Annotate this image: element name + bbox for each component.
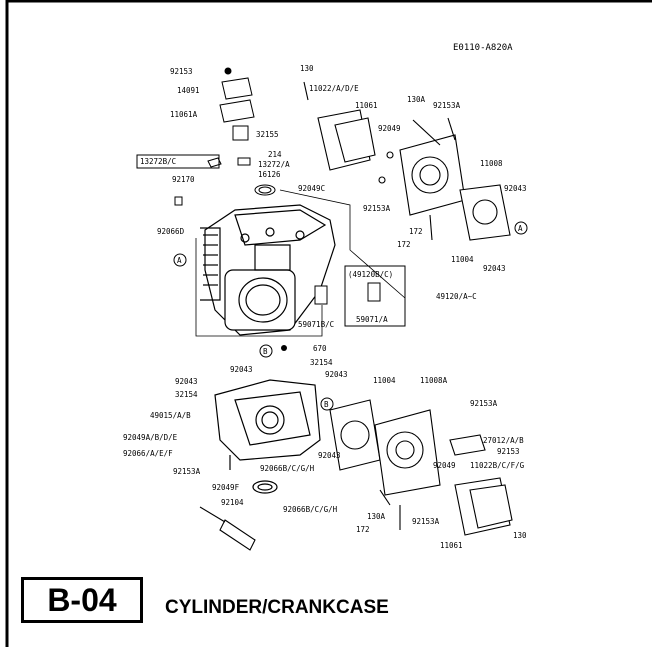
part-label: 27012/A/B	[483, 436, 524, 445]
part-label: 130A	[367, 512, 386, 521]
callout-b-1: B	[263, 347, 268, 356]
bracket-b	[279, 189, 406, 299]
part-label: 92043	[504, 184, 527, 193]
inset-pin	[367, 282, 381, 302]
part-label: 130	[513, 531, 527, 540]
section-code-box: B-04	[21, 577, 143, 623]
label-box-13272bc	[136, 154, 220, 169]
part-label: 32155	[256, 130, 279, 139]
part-label: 172	[356, 525, 370, 534]
part-label: 214	[268, 150, 282, 159]
part-label: 32154	[310, 358, 333, 367]
sealant-tube	[199, 506, 256, 551]
part-label: 92170	[172, 175, 195, 184]
part-label: 130A	[407, 95, 426, 104]
part-label: 92153A	[470, 399, 498, 408]
crankcase-cover	[214, 379, 321, 494]
callout-a-2: A	[518, 224, 523, 233]
part-label: 92153A	[433, 101, 461, 110]
part-label: 49120/A~C	[436, 292, 477, 301]
part-label: 130	[300, 64, 314, 73]
part-label: 92049	[433, 461, 456, 470]
part-label: 92049A/B/D/E	[123, 433, 178, 442]
callout-b-2: B	[324, 400, 329, 409]
part-label: 172	[409, 227, 423, 236]
callout-a-1: A	[177, 256, 182, 265]
part-label: (49120B/C)	[348, 270, 393, 279]
part-label: 92049F	[212, 483, 240, 492]
part-label: 14091	[177, 86, 200, 95]
part-label: 11061	[440, 541, 463, 550]
part-label: 49015/A/B	[150, 411, 191, 420]
section-code: B-04	[47, 581, 117, 618]
part-label: 11022/A/D/E	[309, 84, 359, 93]
part-label: 92153	[170, 67, 193, 76]
part-label: 11008A	[420, 376, 448, 385]
part-label: 92104	[221, 498, 244, 507]
part-label: 92153	[497, 447, 520, 456]
part-label: 11004	[373, 376, 396, 385]
part-label: 92049C	[298, 184, 325, 193]
crankcase-block	[200, 204, 336, 336]
part-label: 92043	[483, 264, 506, 273]
part-label: 92049	[378, 124, 401, 133]
part-label: 11061	[355, 101, 378, 110]
part-label: 92043	[175, 377, 198, 386]
part-label: 59071/A	[356, 315, 388, 324]
part-label: 92153A	[363, 204, 391, 213]
part-labels: 92153 14091 11061A 32155 214 13272/A 161…	[123, 64, 527, 550]
part-label: 13272B/C	[140, 157, 176, 166]
part-label: 92066/A/E/F	[123, 449, 173, 458]
part-label: 11004	[451, 255, 474, 264]
part-label: 11022B/C/F/G	[470, 461, 525, 470]
part-label: 670	[313, 344, 327, 353]
part-label: 92043	[318, 451, 341, 460]
part-label: 92153A	[412, 517, 440, 526]
breather-plates	[174, 67, 276, 206]
part-label: 59071B/C	[298, 320, 334, 329]
part-label: 16126	[258, 170, 281, 179]
pin-59071bc	[314, 285, 328, 305]
part-label: 11008	[480, 159, 503, 168]
part-label: 92066B/C/G/H	[260, 464, 315, 473]
part-label: 92066D	[157, 227, 185, 236]
part-label: 13272/A	[258, 160, 290, 169]
cylinder-head-2	[329, 399, 513, 536]
part-label: 92066B/C/G/H	[283, 505, 338, 514]
part-label: 92043	[325, 370, 348, 379]
bracket-a	[195, 238, 323, 337]
part-label: 92153A	[173, 467, 201, 476]
part-label: 92043	[230, 365, 253, 374]
part-label: 172	[397, 240, 411, 249]
section-title: CYLINDER/CRANKCASE	[165, 597, 389, 618]
part-670	[281, 345, 287, 351]
diagram-code: E0110-A820A	[453, 43, 513, 53]
callout-markers	[173, 221, 528, 411]
cylinder-head-1	[303, 81, 511, 241]
part-label: 32154	[175, 390, 198, 399]
part-label: 11061A	[170, 110, 198, 119]
